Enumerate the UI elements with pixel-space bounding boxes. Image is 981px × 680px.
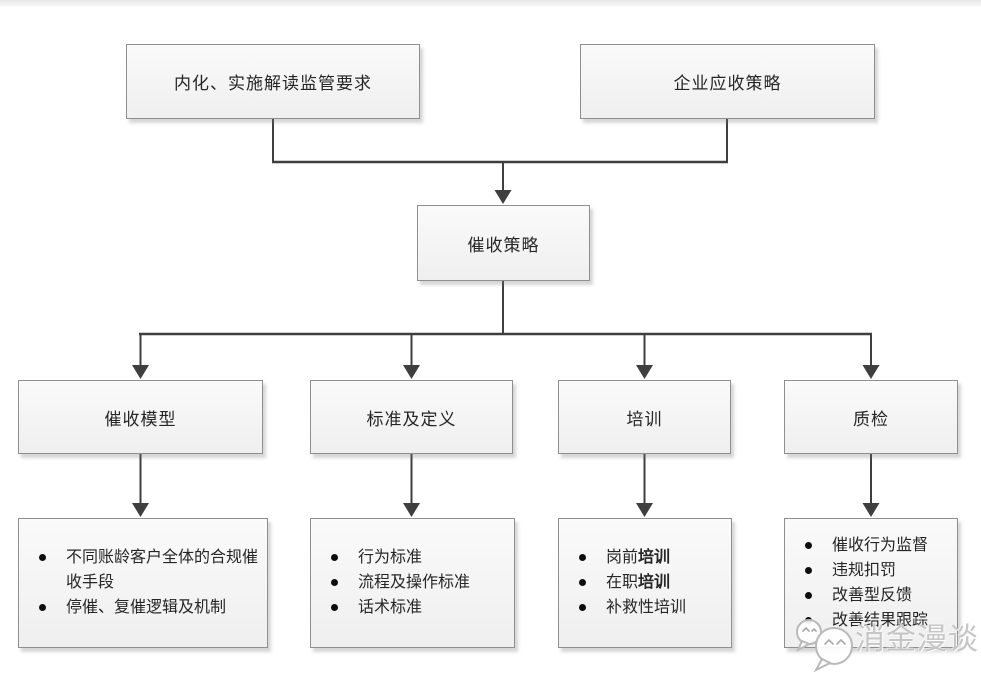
list-training-details: 岗前培训在职培训补救性培训	[558, 518, 732, 648]
top-edge-strip	[0, 0, 981, 7]
watermark-text: 消金漫谈	[855, 623, 979, 656]
node-label: 标准及定义	[366, 409, 457, 429]
node-quality-check: 质检	[784, 380, 958, 454]
bullet-item: 流程及操作标准	[327, 570, 506, 595]
bullet-item: 停催、复催逻辑及机制	[35, 595, 259, 620]
bullet-item: 行为标准	[327, 545, 506, 570]
node-label: 质检	[853, 409, 889, 429]
arrowhead	[132, 365, 149, 379]
bullet-list: 岗前培训在职培训补救性培训	[559, 519, 731, 620]
bullet-item: 岗前培训	[575, 545, 723, 570]
arrowhead	[636, 365, 653, 379]
bullet-list: 催收行为监督违规扣罚改善型反馈改善结果跟踪	[785, 519, 957, 633]
bullet-item: 话术标准	[327, 595, 506, 620]
node-regulatory-requirements: 内化、实施解读监管要求	[126, 44, 420, 119]
node-label: 催收策略	[467, 235, 540, 255]
arrowhead	[636, 503, 653, 517]
node-label: 催收模型	[104, 409, 177, 429]
connector-stem	[139, 334, 872, 366]
arrowhead	[494, 190, 512, 204]
node-label: 培训	[626, 409, 663, 429]
list-collection-model-details: 不同账龄客户全体的合规催收手段停催、复催逻辑及机制	[18, 518, 268, 648]
node-standards-definitions: 标准及定义	[310, 380, 513, 454]
arrowhead	[403, 365, 420, 379]
node-training: 培训	[558, 380, 731, 454]
node-label: 内化、实施解读监管要求	[174, 74, 372, 93]
bullet-item: 改善型反馈	[801, 583, 949, 608]
arrowhead	[862, 503, 880, 517]
bullet-item: 违规扣罚	[801, 558, 949, 583]
wechat-icon	[795, 619, 853, 673]
list-standards-details: 行为标准流程及操作标准话术标准	[310, 518, 515, 648]
node-collection-model: 催收模型	[18, 380, 263, 454]
node-enterprise-receivable-strategy: 企业应收策略	[580, 44, 875, 119]
bullet-item: 补救性培训	[575, 595, 723, 620]
bullet-item: 在职培训	[575, 570, 723, 595]
arrowhead	[862, 365, 880, 379]
arrowhead	[132, 503, 149, 517]
connector-stem	[139, 454, 872, 504]
bullet-list: 行为标准流程及操作标准话术标准	[311, 519, 514, 620]
bullet-item: 不同账龄客户全体的合规催收手段	[35, 545, 259, 595]
watermark: 消金漫谈	[793, 613, 981, 675]
bullet-list: 不同账龄客户全体的合规催收手段停催、复催逻辑及机制	[19, 519, 267, 620]
bullet-item: 催收行为监督	[801, 533, 949, 558]
node-label: 企业应收策略	[673, 74, 782, 93]
connector-stem	[272, 119, 728, 161]
arrowhead	[403, 503, 420, 517]
node-collection-strategy: 催收策略	[417, 205, 590, 281]
